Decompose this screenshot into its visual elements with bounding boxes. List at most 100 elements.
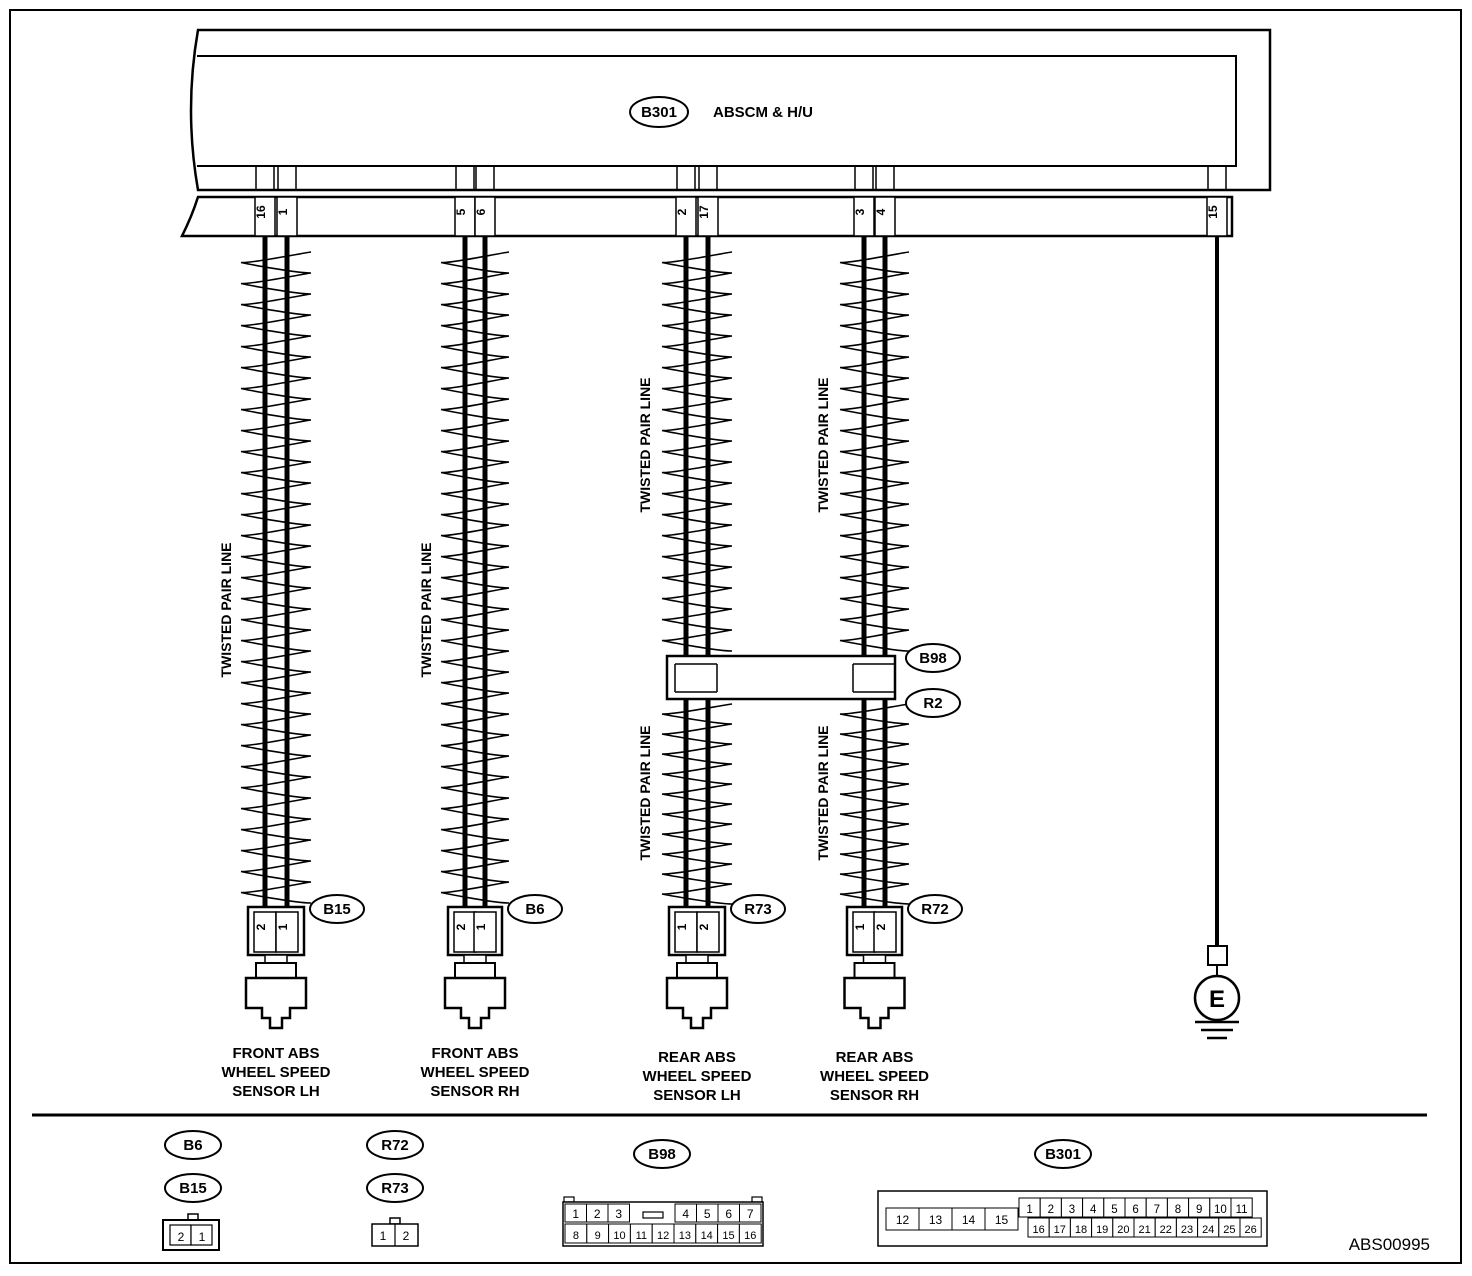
legend-pin: 14: [962, 1213, 976, 1227]
module-terminal-label: 5: [454, 208, 468, 215]
sensor-name-line: WHEEL SPEED: [222, 1064, 331, 1081]
legend-r73-label: R73: [381, 1180, 409, 1197]
legend-pin: 9: [1196, 1204, 1202, 1216]
legend-b6-badge: [164, 1130, 222, 1160]
legend-pin: 3: [615, 1207, 622, 1221]
module-terminal-label: 2: [675, 208, 689, 215]
module-terminal-4: [874, 196, 896, 237]
legend-pin: 7: [747, 1207, 754, 1221]
sensor-name-line: WHEEL SPEED: [421, 1064, 530, 1081]
legend-b301-label: B301: [1045, 1146, 1081, 1163]
legend-pin: 4: [1090, 1204, 1097, 1216]
legend-pin: 6: [725, 1207, 732, 1221]
legend-pin: 1: [1026, 1204, 1032, 1216]
legend-b98-badge: [633, 1139, 691, 1169]
legend-pin: 8: [1175, 1204, 1181, 1216]
module-name: ABSCM & H/U: [713, 104, 813, 121]
legend-pin: 5: [1111, 1204, 1117, 1216]
legend-pin: 14: [701, 1230, 713, 1242]
legend-r72-badge: [366, 1130, 424, 1160]
sensor-body: [443, 976, 507, 1030]
sensor-pin-label: 2: [254, 923, 268, 930]
sensor-name-line: REAR ABS: [836, 1049, 914, 1066]
module-terminal-label: 15: [1206, 205, 1220, 219]
legend-r73-badge: [366, 1173, 424, 1203]
sensor-pin-label: 1: [474, 923, 488, 930]
legend-pin: 1: [572, 1207, 579, 1221]
module-terminal-label: 16: [254, 205, 268, 219]
legend-b98-label: B98: [648, 1146, 676, 1163]
legend-pin: 19: [1096, 1224, 1108, 1236]
legend-pin: 16: [744, 1230, 756, 1242]
legend-pin: 1: [199, 1230, 206, 1244]
legend-r72-label: R72: [381, 1137, 409, 1154]
legend-pin: 13: [679, 1230, 691, 1242]
sensor-pin-label: 1: [276, 923, 290, 930]
sensor-pin-label: 2: [874, 923, 888, 930]
legend-pin: 20: [1117, 1224, 1129, 1236]
sensor-connector-badge: [309, 894, 365, 924]
legend-pin: 1: [380, 1229, 387, 1243]
legend-pin: 8: [573, 1230, 579, 1242]
sensor-connector-label: B6: [525, 901, 544, 918]
legend-pin: 25: [1223, 1224, 1235, 1236]
twisted-pair-coil: [839, 251, 910, 652]
r2-connector-label: R2: [923, 695, 942, 712]
legend-pin: 7: [1154, 1204, 1160, 1216]
figure-id: ABS00995: [1349, 1235, 1430, 1254]
sensor-name-line: WHEEL SPEED: [643, 1068, 752, 1085]
legend-pin: 12: [896, 1213, 910, 1227]
legend-pin: 23: [1181, 1224, 1193, 1236]
legend-pin: 15: [995, 1213, 1009, 1227]
sensor-connector-badge: [730, 894, 786, 924]
ground-label: E: [1209, 986, 1225, 1013]
module-terminal-3: [853, 196, 875, 237]
legend-b15-label: B15: [179, 1180, 207, 1197]
sensor-pin-label: 1: [853, 923, 867, 930]
legend-pin: 18: [1075, 1224, 1087, 1236]
legend-pin: 24: [1202, 1224, 1214, 1236]
module-terminal-label: 1: [276, 208, 290, 215]
legend-b15-badge: [164, 1173, 222, 1203]
sensor-pin-label: 2: [454, 923, 468, 930]
joint-connector: B98 R2: [665, 643, 961, 718]
sensor-connector-label: R72: [921, 901, 949, 918]
sensor-body: [665, 976, 729, 1030]
module-terminal-label: 17: [697, 205, 711, 219]
legend-pin: 16: [1032, 1224, 1044, 1236]
sensor-name-line: SENSOR RH: [430, 1083, 519, 1100]
sensor-body: [244, 976, 308, 1030]
sensor-name-line: WHEEL SPEED: [820, 1068, 929, 1085]
legend-pin: 2: [178, 1230, 185, 1244]
legend-pin: 4: [682, 1207, 689, 1221]
twisted-pair-label: TWISTED PAIR LINE: [637, 725, 653, 860]
legend-pin: 9: [595, 1230, 601, 1242]
legend-pin: 5: [704, 1207, 711, 1221]
twisted-pair-coil: [661, 251, 733, 652]
module-terminal-2: [675, 196, 697, 237]
sensor-pin-label: 2: [697, 923, 711, 930]
ground-symbol: E: [1193, 236, 1241, 1040]
legend-pin: 22: [1160, 1224, 1172, 1236]
b98-connector-badge: [905, 643, 961, 673]
legend-pin: 6: [1132, 1204, 1138, 1216]
sensor-body: [843, 976, 906, 1030]
sensor-name-line: REAR ABS: [658, 1049, 736, 1066]
legend-pin: 11: [636, 1230, 647, 1242]
sensor-connector-badge: [507, 894, 563, 924]
abscm-module: B301 ABSCM & H/U: [189, 28, 1272, 192]
twisted-pair-label: TWISTED PAIR LINE: [815, 377, 831, 512]
module-terminal-1: [276, 196, 298, 237]
b301-connector-label: B301: [641, 104, 677, 121]
legend-pin: 10: [613, 1230, 625, 1242]
sensor-name-line: FRONT ABS: [233, 1045, 320, 1062]
legend-pin: 2: [403, 1229, 410, 1243]
twisted-pair-coil: [839, 703, 910, 905]
legend-pin: 2: [1048, 1204, 1054, 1216]
